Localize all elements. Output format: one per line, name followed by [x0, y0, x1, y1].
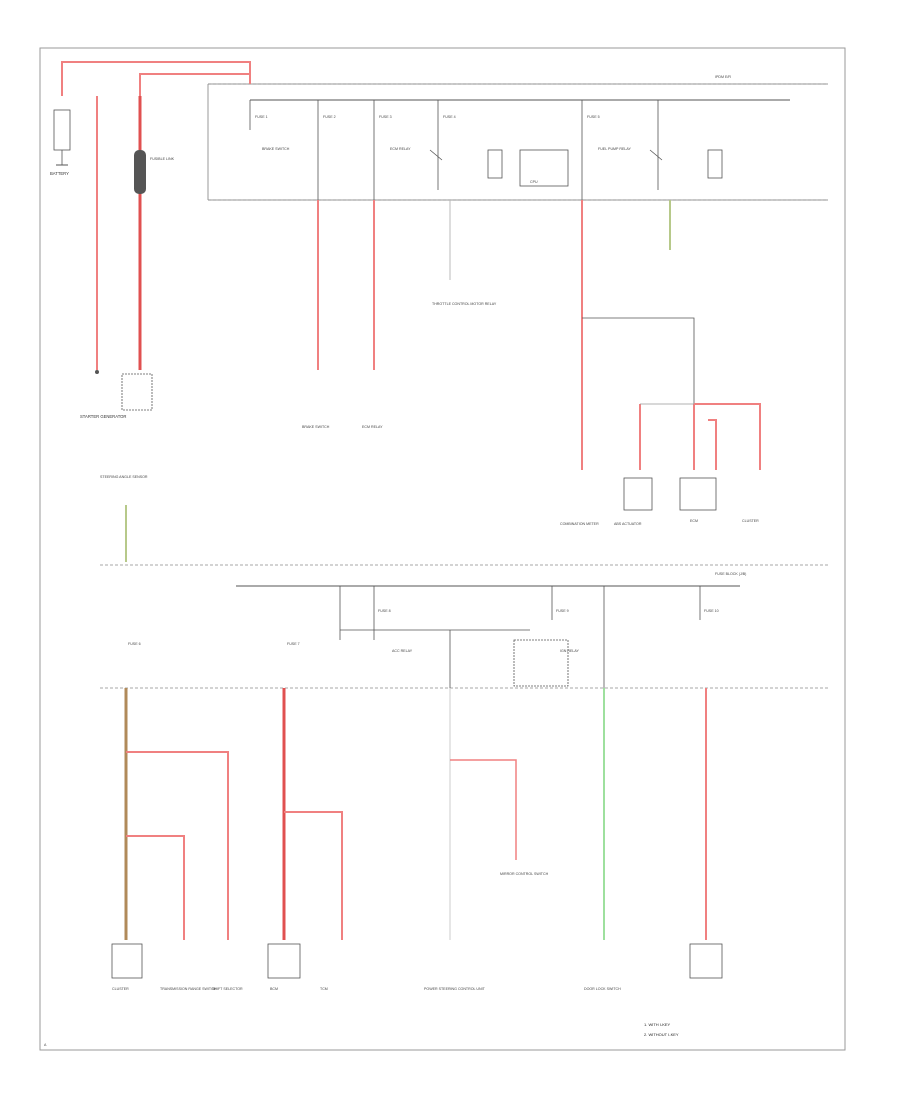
cluster-bottom-label: CLUSTER — [112, 987, 129, 991]
ipdm-label: IPDM E/R — [715, 75, 731, 79]
battery-icon — [53, 109, 71, 166]
bcm-label: BCM — [270, 987, 278, 991]
starter-generator-connector-icon — [95, 370, 153, 411]
tcm-branch-wire — [284, 811, 343, 940]
battery-label: BATTERY — [50, 171, 69, 176]
fuse-bottom-4-label: FUSE 9 — [556, 609, 569, 613]
fuse-block-label: FUSE BLOCK (J/B) — [715, 572, 746, 576]
fuse-top-icons — [249, 100, 659, 200]
mirror-branch-wire — [450, 759, 517, 860]
tcm-label: TCM — [320, 987, 328, 991]
brake-switch-bottom-label: BRAKE SWITCH — [302, 425, 330, 429]
fuse-bottom-5-label: FUSE 10 — [704, 609, 719, 613]
fuse-bottom-1-label: FUSE 6 — [128, 642, 141, 646]
fuse-top-1-label: FUSE 1 — [255, 115, 268, 119]
note-1: 1. WITH I-KEY — [644, 1022, 671, 1027]
combination-meter-label: COMBINATION METER — [560, 522, 599, 526]
bottom-connector-icons — [111, 943, 723, 979]
transmission-range-switch-label: TRANSMISSION RANGE SWITCH — [160, 987, 217, 991]
fuel-pump-relay-label: FUEL PUMP RELAY — [598, 147, 631, 151]
diagram-border — [39, 47, 846, 1051]
brake-switch-label: BRAKE SWITCH — [262, 147, 290, 151]
branch-red-wires — [639, 403, 761, 470]
mirror-control-label: MIRROR CONTROL SWITCH — [500, 872, 549, 876]
fuse-bottom-3-label: FUSE 8 — [378, 609, 391, 613]
fuse-bottom-icons — [339, 586, 701, 688]
door-lock-switch-label: DOOR LOCK SWITCH — [584, 987, 621, 991]
fusible-link-label: FUSIBLE LINK — [150, 157, 175, 161]
transmission-branch-wire — [126, 751, 229, 940]
throttle-relay-label: THROTTLE CONTROL MOTOR RELAY — [432, 302, 497, 306]
battery-to-generator-wire — [139, 73, 250, 96]
abs-actuator-label: ABS ACTUATOR — [614, 522, 642, 526]
fuse-bottom-2-label: FUSE 7 — [287, 642, 300, 646]
power-steering-label: POWER STEERING CONTROL UNIT — [424, 987, 486, 991]
shift-selector-label: SHIFT SELECTOR — [212, 987, 243, 991]
fusible-link-icon — [134, 150, 146, 194]
ign-relay-label: IGN RELAY — [560, 649, 580, 653]
ipdm-box — [207, 83, 828, 201]
note-2: 2. WITHOUT I-KEY — [644, 1032, 679, 1037]
fuse-top-4-label: FUSE 4 — [443, 115, 456, 119]
ecm-relay-label: ECM RELAY — [390, 147, 411, 151]
starter-generator-label: STARTER GENERATOR — [80, 414, 126, 419]
top-right-component-icons — [623, 477, 717, 511]
cluster-top-label: CLUSTER — [742, 519, 759, 523]
fuse-top-3-label: FUSE 3 — [379, 115, 392, 119]
branch-trunk-wire — [582, 317, 695, 470]
fuse-top-2-label: FUSE 2 — [323, 115, 336, 119]
relay-icons — [429, 149, 723, 187]
acc-relay-label: ACC RELAY — [392, 649, 413, 653]
fuse-top-5-label: FUSE 5 — [587, 115, 600, 119]
ecm-top-label: ECM — [690, 519, 698, 523]
steering-angle-sensor-label: STEERING ANGLE SENSOR — [100, 475, 148, 479]
corner-code: A — [44, 1043, 47, 1047]
battery-feed-wire — [61, 61, 251, 96]
ecm-relay-bottom-label: ECM RELAY — [362, 425, 383, 429]
ipdm-dashed-boundary — [208, 83, 828, 201]
cpu-label: CPU — [530, 180, 538, 184]
